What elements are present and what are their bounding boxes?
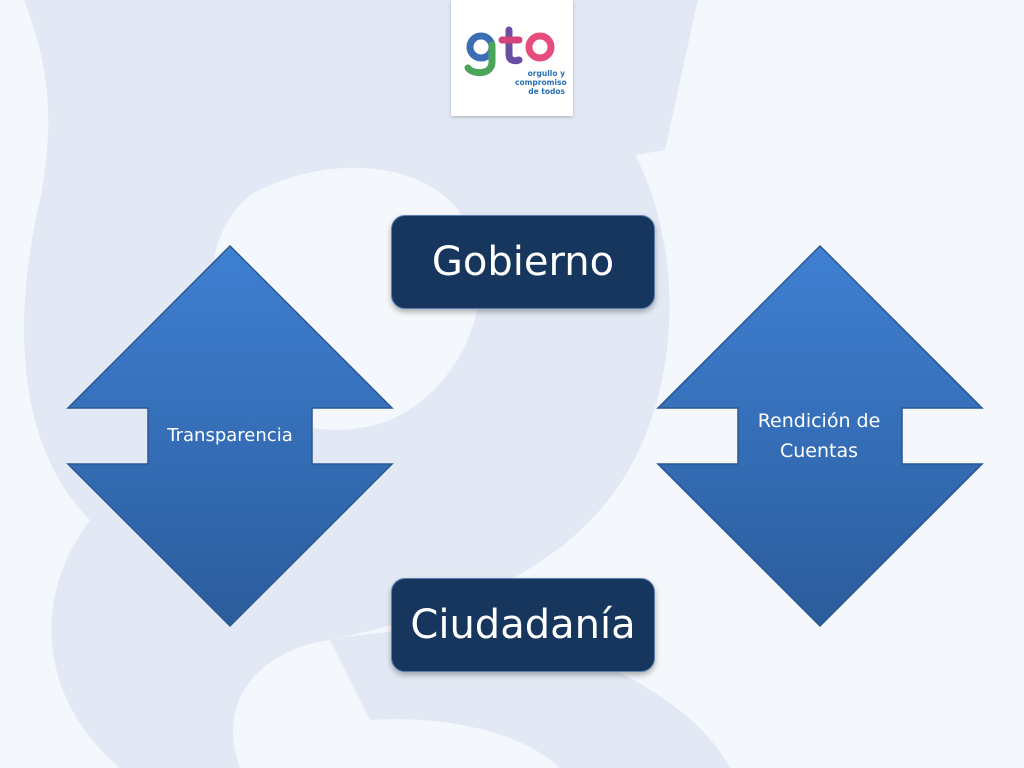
logo-card: orgullo y compromiso de todos [451,0,573,116]
up-down-arrow-left-icon [66,244,394,628]
node-gobierno: Gobierno [391,215,655,309]
logo-tagline-line3: de todos [528,87,565,96]
up-down-arrow-right-icon [656,244,984,628]
arrow-label-rendicion: Rendición de Cuentas [737,408,901,464]
logo-t-stem [505,26,523,65]
logo-tagline-line1: orgullo y [527,69,565,78]
arrow-label-rendicion-line1: Rendición de [757,410,881,432]
logo-tagline-line2: compromiso [515,78,567,87]
logo-g-tail [464,41,496,77]
logo-o [525,32,555,62]
arrow-label-transparencia: Transparencia [167,425,293,446]
node-ciudadania: Ciudadanía [391,578,655,672]
arrow-label-rendicion-line2: Cuentas [779,440,859,462]
gto-logo-icon [464,26,555,77]
